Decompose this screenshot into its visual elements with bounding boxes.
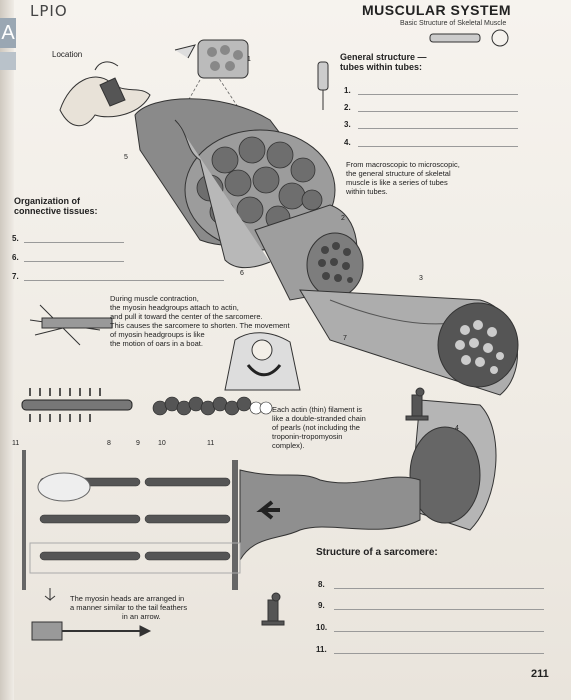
blank-line-2[interactable] [358,111,518,112]
blank-number-1: 1. [344,86,351,95]
blank-number-6: 6. [12,253,19,262]
page-subtitle: Basic Structure of Skeletal Muscle [400,20,507,27]
binding-shadow [0,0,14,700]
blank-number-10: 10. [316,623,328,632]
tubes-label: tubes within tubes: [340,62,422,72]
actin-chain [152,396,273,416]
diagram-number-11-left: 11 [12,440,20,447]
blank-number-7: 7. [12,272,19,281]
blank-line-10[interactable] [334,631,544,632]
blank-line-7[interactable] [24,280,224,281]
diagram-number-7: 7 [343,335,347,342]
sarcomere-diagram [22,450,241,590]
blank-line-5[interactable] [24,242,124,243]
diagram-number-5: 5 [124,154,128,161]
blank-number-11: 11. [316,645,327,654]
organization-label: Organization of connective tissues: [14,196,98,216]
blank-line-3[interactable] [358,128,518,129]
blank-line-6[interactable] [24,261,124,262]
blank-number-3: 3. [344,120,351,129]
location-label: Location [52,50,83,59]
arm-location-icon [59,44,196,127]
diagram-number-1: 1 [247,56,251,63]
blank-number-9: 9. [318,601,325,610]
needle-icon [317,29,509,110]
blank-number-2: 2. [344,103,351,112]
blank-number-5: 5. [12,234,19,243]
blank-line-1[interactable] [358,94,518,95]
blank-number-8: 8. [318,580,325,589]
handwritten-note: LPIO [30,2,68,20]
blank-number-4: 4. [344,138,351,147]
sarcomere-structure-label: Structure of a sarcomere: [316,547,438,558]
pearl-necklace-figure [224,332,301,391]
myosin-filament [21,388,133,422]
page-title: MUSCULAR SYSTEM [362,2,512,18]
myofibril-tube [409,399,497,531]
blank-line-8[interactable] [334,588,544,589]
fascicle-bundle-icon [197,39,249,79]
fascicle-tube [254,204,364,301]
muscle-fiber-tube [299,289,519,396]
rowing-oars [29,304,113,346]
blank-line-9[interactable] [334,609,544,610]
diagram-number-3: 3 [419,275,423,282]
diagram-number-8: 8 [107,440,111,447]
diagram-number-11-right: 11 [207,440,215,447]
general-structure-label: General structure — [340,52,427,62]
macro-micro-text: From macroscopic to microscopic, the gen… [346,160,460,196]
diagram-number-6: 6 [240,270,244,277]
diagram-number-10: 10 [158,440,166,447]
sticky-tab: A [0,18,16,48]
diagram-number-4: 4 [455,425,459,432]
blank-line-4[interactable] [358,146,518,147]
myosin-heads-text: The myosin heads are arranged in a manne… [70,594,188,621]
contraction-text: During muscle contraction, the myosin he… [110,294,290,348]
diagram-number-2: 2 [341,215,345,222]
actin-text: Each actin (thin) filament is like a dou… [272,405,366,450]
blank-line-11[interactable] [334,653,544,654]
diagram-number-9: 9 [136,440,140,447]
page-number: 211 [531,668,549,680]
sticky-tab-secondary [0,52,16,70]
arrow-illustration [31,621,152,641]
microscope-icon [261,387,429,626]
